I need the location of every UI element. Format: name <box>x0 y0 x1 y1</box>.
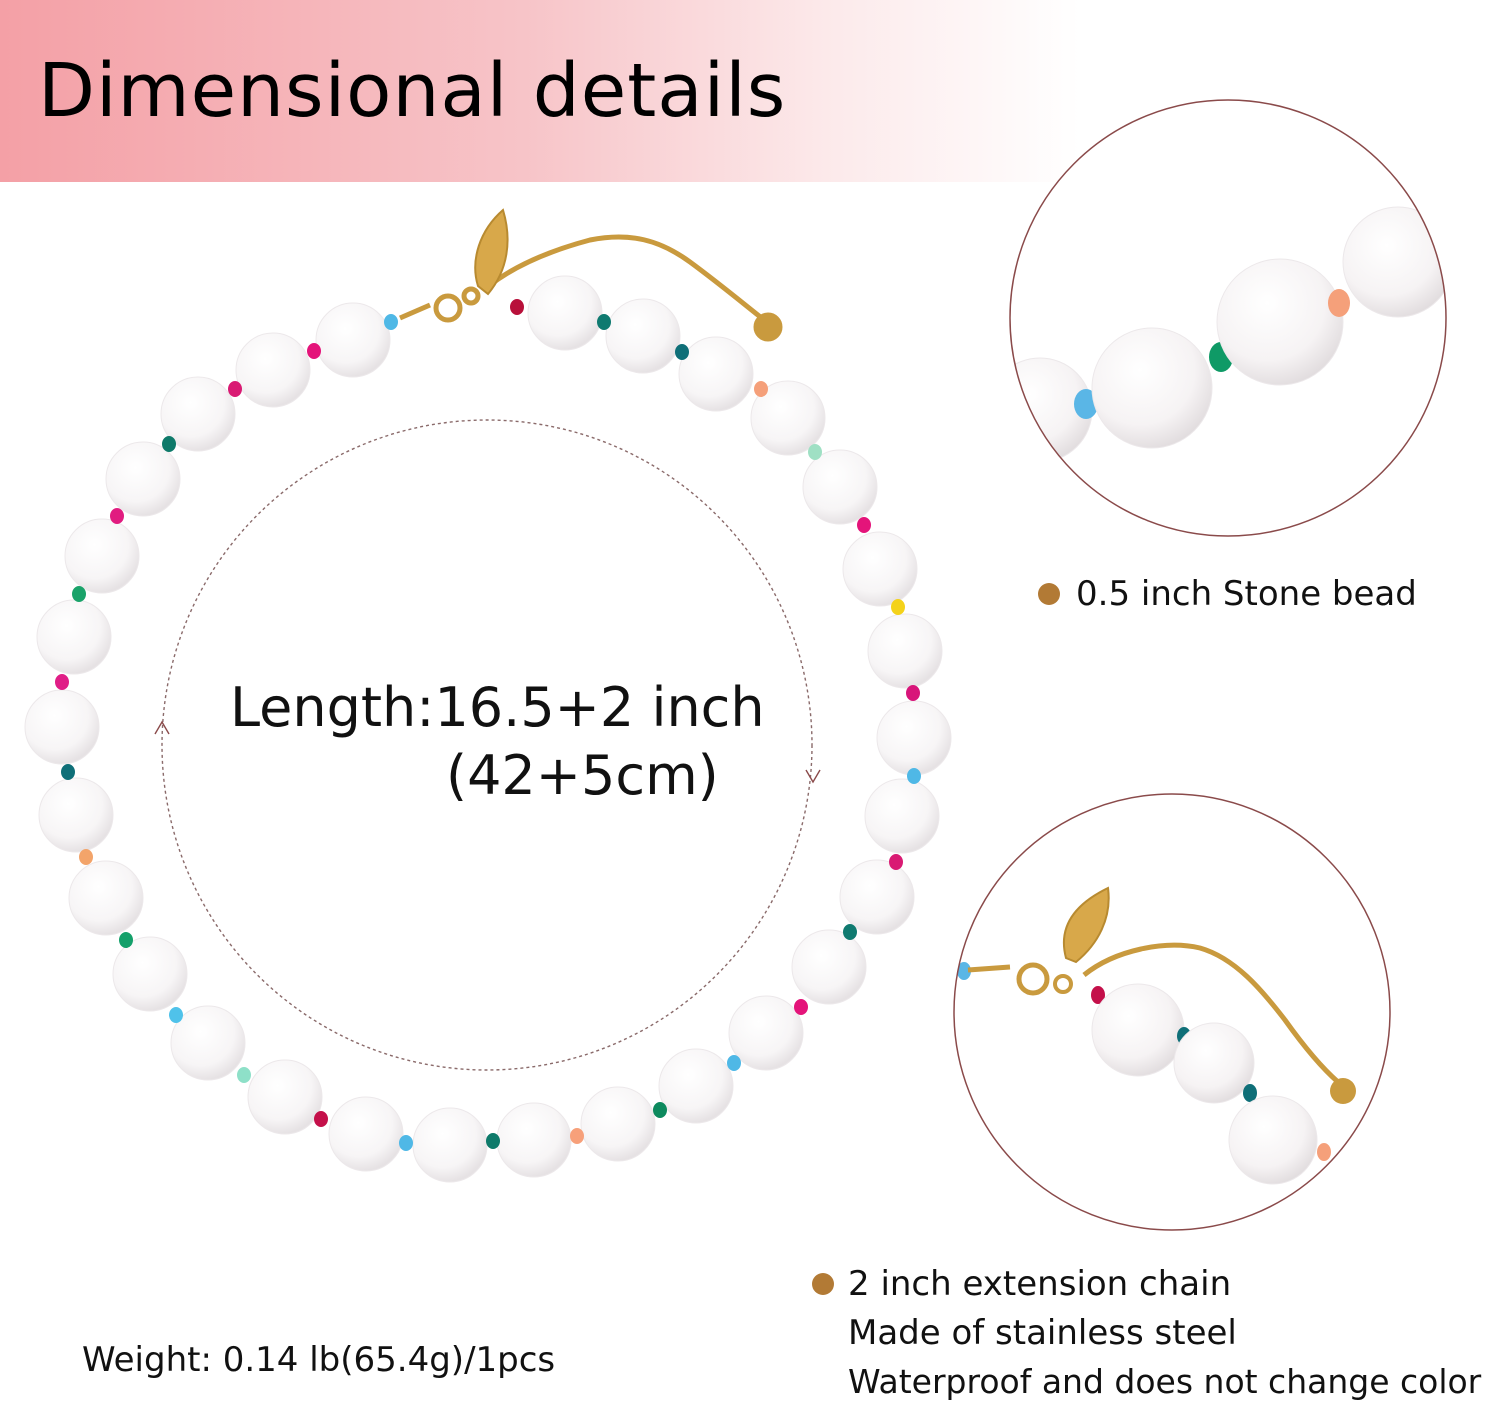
chain-waterproof-label: Waterproof and does not change color <box>848 1362 1482 1401</box>
weight-label: Weight: 0.14 lb(65.4g)/1pcs <box>82 1340 556 1380</box>
seed-beads <box>55 299 921 1151</box>
clasp-and-chain <box>399 234 783 342</box>
length-measure-circle <box>161 419 813 1071</box>
bead-size-label: 0.5 inch Stone bead <box>1076 574 1417 614</box>
leaf-charm-icon <box>474 208 509 296</box>
length-metric-label: (42+5cm) <box>446 744 719 807</box>
arrow-up-icon <box>154 720 170 735</box>
chain-length-label: 2 inch extension chain <box>848 1264 1232 1304</box>
length-label: Length:16.5+2 inch <box>230 676 765 739</box>
chain-closeup-image <box>953 793 1391 1231</box>
bead-closeup-image <box>1009 99 1447 537</box>
leaf-charm-icon <box>1062 886 1110 964</box>
page-title: Dimensional details <box>38 48 787 134</box>
chain-material-label: Made of stainless steel <box>848 1313 1237 1353</box>
necklace-image <box>24 275 952 1183</box>
arrow-down-icon <box>805 769 821 784</box>
bullet-dot-icon <box>1038 583 1060 605</box>
bullet-dot-icon <box>812 1273 834 1295</box>
